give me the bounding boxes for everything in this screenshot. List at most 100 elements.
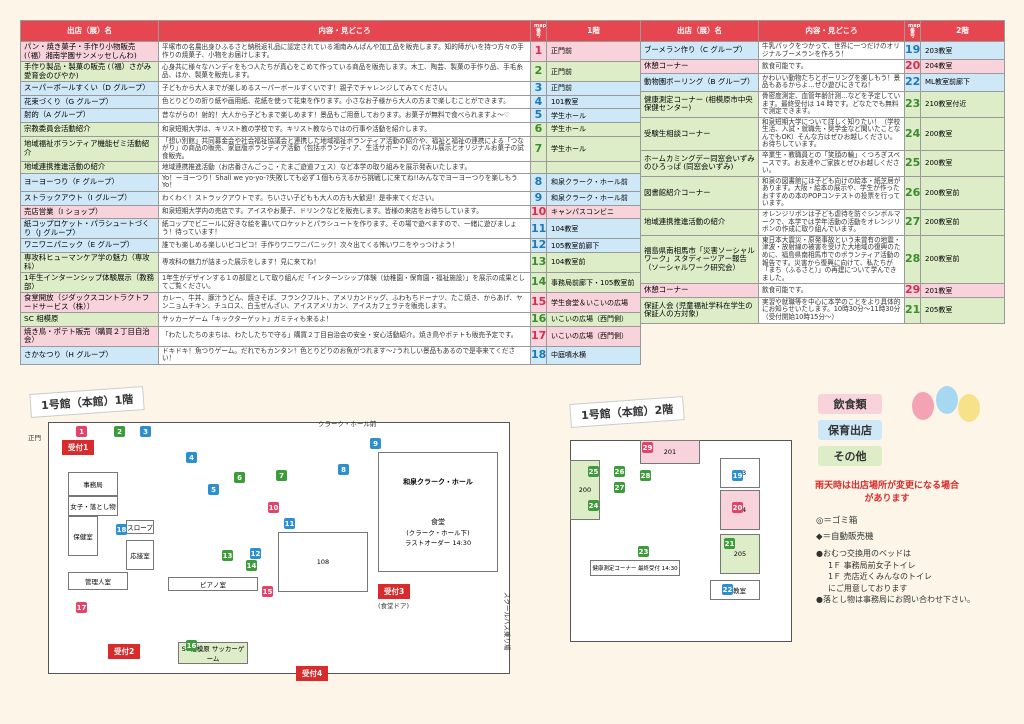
table-row: ホームカミングデー同窓会いずみのひろっぱ (同窓会いずみ)卒業生・教職員との「笑… xyxy=(640,150,1005,177)
last-order-label: ラストオーダー 14:30 xyxy=(404,539,472,547)
right-table-header: 出店（展）名 内容・見どころ map 番号 2階 xyxy=(640,20,1005,42)
table-row: ワニワニパニック（E グループ）誰でも楽しめる楽しいピコピコ！手作りワニワニパニ… xyxy=(20,238,641,253)
exhibit-name: 健康測定コーナー (相模原市中央保健センター) xyxy=(640,90,759,118)
note-line: 1Ｆ 事務局前女子トイレ xyxy=(828,560,916,570)
exhibit-name: 地域福祉ボランティア機能ゼミ活動紹介 xyxy=(20,135,159,163)
shokudo-label: 食堂 xyxy=(431,518,445,526)
exhibit-location: 101教室 xyxy=(546,94,641,110)
exhibit-name: 花束づくり（G グループ） xyxy=(20,94,159,110)
exhibit-name: 地域連携推進活動の紹介 xyxy=(20,161,159,174)
table-row: パン・焼き菓子・手作り小物販売 (（福）湘南学園サンメッセしんわ)平塚市の名農出… xyxy=(20,40,641,63)
exhibit-location: ML教室前廊下 xyxy=(920,72,1005,92)
map-number: 22 xyxy=(904,72,921,92)
floor2-title: 1号館（本館）2階 xyxy=(569,396,686,428)
table-row: 焼き鳥・ポテト販売（購買２丁目自治会）「わたしたちのまちは、わたしたちで守る」購… xyxy=(20,325,641,347)
right-exhibit-table: 出店（展）名 内容・見どころ map 番号 2階 ブーメラン作り（C グループ）… xyxy=(640,20,1005,324)
map-number xyxy=(530,161,547,174)
exhibit-description: 心身共に様々なハンディをもつ人たちが真心をこめて作っている商品を販売します。木工… xyxy=(158,61,531,83)
note-line: ●おむつ交換用のベッドは xyxy=(816,549,911,558)
room-ouseshitsu: 応接室 xyxy=(126,540,154,570)
exhibit-location: 204教室 xyxy=(920,59,1005,74)
exhibit-description: Yo！ーヨーつり！Shall we yo-yo-?失敗しても必ず１個もらえるから… xyxy=(158,172,531,193)
exhibit-name: さかなつり（H グループ） xyxy=(20,345,159,365)
exhibit-location: 学生ホール xyxy=(546,108,641,123)
map-number: 2 xyxy=(530,61,547,83)
exhibit-location: 201教室 xyxy=(920,283,1005,298)
table-row: ヨーヨーつり（F グループ）Yo！ーヨーつり！Shall we yo-yo-?失… xyxy=(20,172,641,193)
map-badge-28: 28 xyxy=(640,470,651,481)
table-row: 宗教委員会活動紹介和泉短期大学は、キリスト教の学校です。キリスト教ならではの行事… xyxy=(20,121,641,137)
header-desc: 内容・見どころ xyxy=(158,20,531,42)
exhibit-description: 和泉短期大学内の売店です。アイスやお菓子、ドリンクなどを販売します。皆様の来店を… xyxy=(158,204,531,220)
label-shokudo-door: (食堂ドア) xyxy=(378,602,410,610)
table-row: さかなつり（H グループ）ドキドキ！魚つりゲーム。だれでもカンタン！色とりどりの… xyxy=(20,345,641,365)
map-number: 13 xyxy=(530,251,547,274)
table-row: 花束づくり（G グループ）色とりどりの折り紙や画用紙、花紙を使って花束を作ります… xyxy=(20,94,641,110)
exhibit-location: いこいの広場（西門側） xyxy=(546,312,641,327)
map-badge-12: 12 xyxy=(250,548,261,559)
floor1-map: 正門 クラーク・ホール前 事務局 女子・落とし物 保健室 スロープ 応接室 管理… xyxy=(18,412,538,712)
clark-hall-label: 和泉クラーク・ホール xyxy=(403,478,473,486)
exhibit-name: 保証人会 (児童福祉学科在学生の保証人の方対象) xyxy=(640,296,759,324)
map-badge-7: 7 xyxy=(276,470,287,481)
exhibit-description: 誰でも楽しめる楽しいピコピコ！手作りワニワニパニック！次々出てくる怖いワニをやっ… xyxy=(158,238,531,253)
floor2-map: 201 203 204 200 205 健康測定コーナー 最終受付 14:30 … xyxy=(560,430,800,650)
exhibit-description: 専攻科の魅力が詰まった展示をします！見に来てね！ xyxy=(158,251,531,274)
legend-other: その他 xyxy=(818,446,882,466)
exhibit-description: 牛乳パックをつかって、世界に一つだけのオリジナルブーメランを作ろう！ xyxy=(758,40,905,61)
map-number: 1 xyxy=(530,40,547,63)
exhibit-location: 中庭噴水横 xyxy=(546,345,641,365)
table-row: 射的（A グループ）昔ながらの！射的！大人から子どもまで楽しめます！景品もご用意… xyxy=(20,108,641,123)
exhibit-name: 休憩コーナー xyxy=(640,59,759,74)
exhibit-name: 売店営業（I ショップ） xyxy=(20,204,159,220)
map-number: 24 xyxy=(904,116,921,152)
exhibit-location: 学生ホール xyxy=(546,121,641,137)
map-badge-22: 22 xyxy=(722,584,733,595)
map-badge-6: 6 xyxy=(234,472,245,483)
exhibit-description: 実習や就職等を中心に本学のことをより具体的にお知らせいたします。10時30分〜1… xyxy=(758,296,905,324)
map-number: 27 xyxy=(904,209,921,236)
exhibit-name: 紙コップロケット・パラシュートづくり（J グループ） xyxy=(20,218,159,240)
exhibit-description: かわいい動物たちとボーリングを楽しもう！景品もあるからよ…ぜひ遊びにきてね！ xyxy=(758,72,905,92)
map-number: 18 xyxy=(530,345,547,365)
header-name: 出店（展）名 xyxy=(20,20,159,42)
table-row: スーパーボールすくい（D グループ）子どもから大人までが楽しめるスーパーボールす… xyxy=(20,81,641,96)
exhibit-location: 210教室付近 xyxy=(920,90,1005,118)
exhibit-name: 手作り製品・製菓の販売 (（福）さがみ愛育会のびやか) xyxy=(20,61,159,83)
left-table-header: 出店（展）名 内容・見どころ map 番号 1階 xyxy=(20,20,641,42)
table-row: 地域福祉ボランティア機能ゼミ活動紹介「想い別館」共同募金会や社会福祉協議会と連携… xyxy=(20,135,641,163)
map-badge-14: 14 xyxy=(246,560,257,571)
exhibit-location xyxy=(546,161,641,174)
map-number: 8 xyxy=(530,172,547,193)
room-108: 108 xyxy=(278,532,368,592)
map-number: 20 xyxy=(904,59,921,74)
exhibit-location: 105教室前廊下 xyxy=(546,238,641,253)
exhibit-name: 射的（A グループ） xyxy=(20,108,159,123)
exhibit-description: 卒業生・教職員との「笑顔の輪」くつろぎスペースです。お友達やご家族とぜひお越しく… xyxy=(758,150,905,177)
note-line: 1Ｆ 売店近くみんなのトイレ xyxy=(828,572,932,582)
table-row: 動物園ボーリング（B グループ）かわいい動物たちとボーリングを楽しもう！景品もあ… xyxy=(640,72,1005,92)
label-bus-stop: スクールバス乗り場 xyxy=(503,592,511,651)
table-row: ブーメラン作り（C グループ）牛乳パックをつかって、世界に一つだけのオリジナルブ… xyxy=(640,40,1005,61)
exhibit-name: SC 相模原 xyxy=(20,312,159,327)
header-map: map 番号 xyxy=(530,20,547,42)
map-badge-4: 4 xyxy=(186,452,197,463)
table-row: 紙コップロケット・パラシュートづくり（J グループ）紙コップでビニールに好きな絵… xyxy=(20,218,641,240)
map-number: 23 xyxy=(904,90,921,118)
map-number: 14 xyxy=(530,272,547,294)
table-row: ストラックアウト（I グループ）わくわく！ストラックアウトです。ちいさい子どもも… xyxy=(20,191,641,206)
reception-4: 受付4 xyxy=(296,666,329,681)
table-row: 地域連携推進活動の紹介地域連携推進活動（お店番さんごっこ・たまご遊道フェス）など… xyxy=(20,161,641,174)
map-number: 6 xyxy=(530,121,547,137)
exhibit-location: 和泉クラーク・ホール前 xyxy=(546,191,641,206)
legend-food: 飲食類 xyxy=(818,394,882,414)
exhibit-location: 203教室 xyxy=(920,40,1005,61)
map-number: 26 xyxy=(904,175,921,211)
table-row: 売店営業（I ショップ）和泉短期大学内の売店です。アイスやお菓子、ドリンクなどを… xyxy=(20,204,641,220)
exhibit-location: 104教室前 xyxy=(546,251,641,274)
map-badge-27: 27 xyxy=(614,482,625,493)
map-badge-5: 5 xyxy=(208,484,219,495)
map-badge-8: 8 xyxy=(338,464,349,475)
exhibit-description: ドキドキ！魚つりゲーム。だれでもカンタン！色とりどりのお魚がつれます〜♪うれしい… xyxy=(158,345,531,365)
